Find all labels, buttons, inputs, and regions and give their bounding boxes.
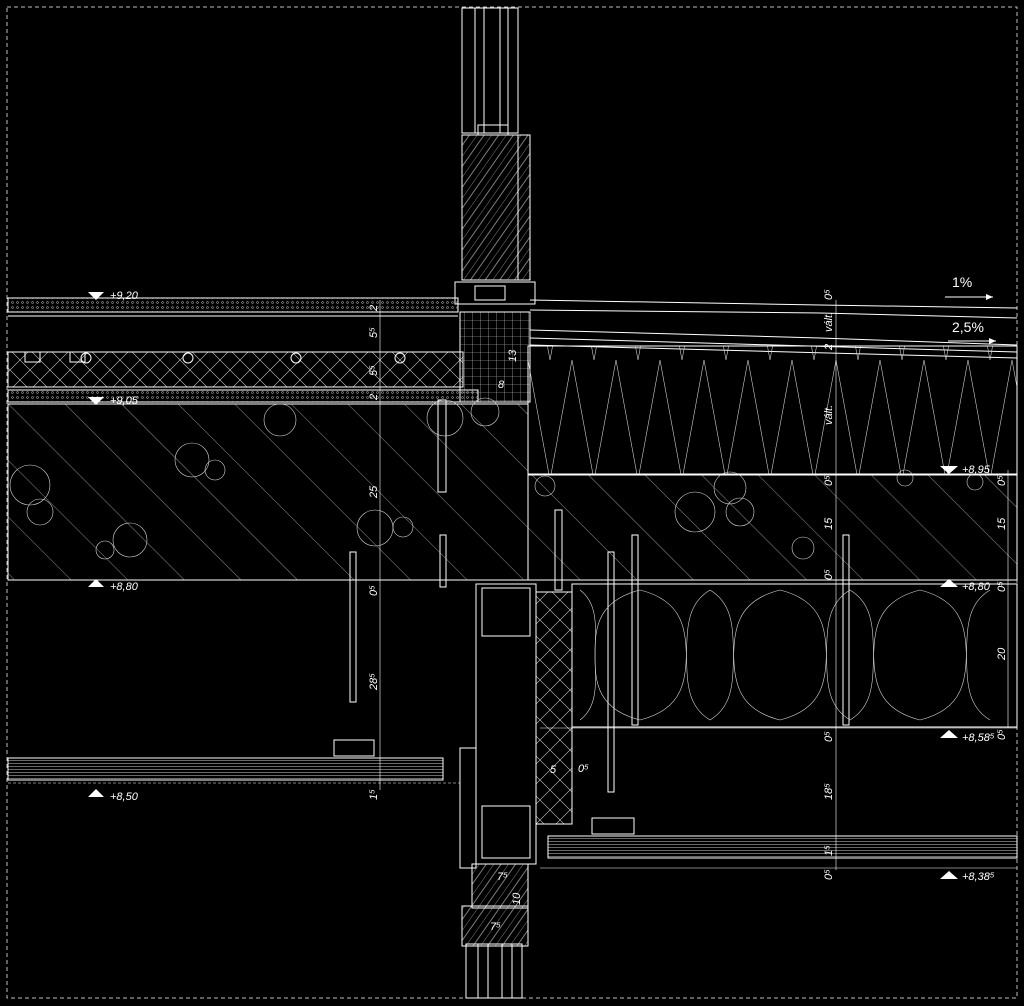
window-frame-bottom xyxy=(459,747,529,999)
dim-mid-7a: 7⁵ xyxy=(497,871,508,883)
elev-895: +8,95 xyxy=(962,464,991,476)
anchors xyxy=(349,399,850,793)
right-roof-buildup xyxy=(527,299,1018,475)
dim-right-1: 1⁵ xyxy=(823,845,835,856)
window-frame-top xyxy=(454,7,536,305)
elevation-markers xyxy=(88,292,958,879)
dim-left-1: 1⁵ xyxy=(368,789,380,800)
slope-1-percent: 1% xyxy=(952,274,972,290)
dim-mid-8: 8 xyxy=(498,379,505,391)
dim-right-0a: 0⁵ xyxy=(823,289,835,300)
slope-arrows xyxy=(945,294,996,344)
elev-850: +8,50 xyxy=(110,791,139,803)
dim-left-2a: 2 xyxy=(368,305,380,312)
dim-right-15: 15 xyxy=(823,517,835,530)
dim-left-5b: 5⁵ xyxy=(368,365,380,376)
dim-mid-10: 10 xyxy=(511,892,523,905)
dim-left-5a: 5⁵ xyxy=(368,327,380,338)
elev-920: +9,20 xyxy=(110,290,139,302)
dim-right-0c: 0⁵ xyxy=(823,569,835,580)
elev-838: +8,38⁵ xyxy=(962,871,995,883)
dim-left-28: 28⁵ xyxy=(368,673,380,691)
slope-2-5-percent: 2,5% xyxy=(952,319,984,335)
dim-far-0c: 0⁵ xyxy=(996,729,1008,740)
dim-far-0b: 0⁵ xyxy=(996,581,1008,592)
insulation-grid-block xyxy=(459,311,531,403)
dim-right-valt2: vált. xyxy=(823,405,835,425)
dim-mid-13: 13 xyxy=(507,349,519,362)
elev-905: +9,05 xyxy=(110,395,139,407)
dim-right-0d: 0⁵ xyxy=(823,731,835,742)
dim-left-05: 0⁵ xyxy=(368,585,380,596)
dim-left-2b: 2 xyxy=(368,394,380,401)
elev-880-left: +8,80 xyxy=(110,581,139,593)
level-lines xyxy=(8,579,1017,869)
left-floor-buildup xyxy=(7,297,479,403)
dim-far-15: 15 xyxy=(996,517,1008,530)
dimension-chains xyxy=(379,300,1009,870)
dim-right-18: 18⁵ xyxy=(823,783,835,800)
dim-mid-05: 0⁵ xyxy=(578,763,589,775)
dim-left-25: 25 xyxy=(368,485,380,499)
elev-858: +8,58⁵ xyxy=(962,732,995,744)
dim-right-0b: 0⁵ xyxy=(823,475,835,486)
dim-right-0e: 0⁵ xyxy=(823,869,835,880)
dim-mid-7b: 7⁵ xyxy=(490,921,501,933)
dim-right-2: 2 xyxy=(823,344,835,351)
dim-mid-5: 5 xyxy=(550,764,557,776)
ceiling-panels xyxy=(7,739,1018,859)
dim-far-0a: 0⁵ xyxy=(996,475,1008,486)
dim-right-valt1: vált. xyxy=(823,312,835,332)
elev-880-right: +8,80 xyxy=(962,581,991,593)
dim-far-20: 20 xyxy=(996,647,1008,661)
lower-insulation xyxy=(475,583,1018,865)
